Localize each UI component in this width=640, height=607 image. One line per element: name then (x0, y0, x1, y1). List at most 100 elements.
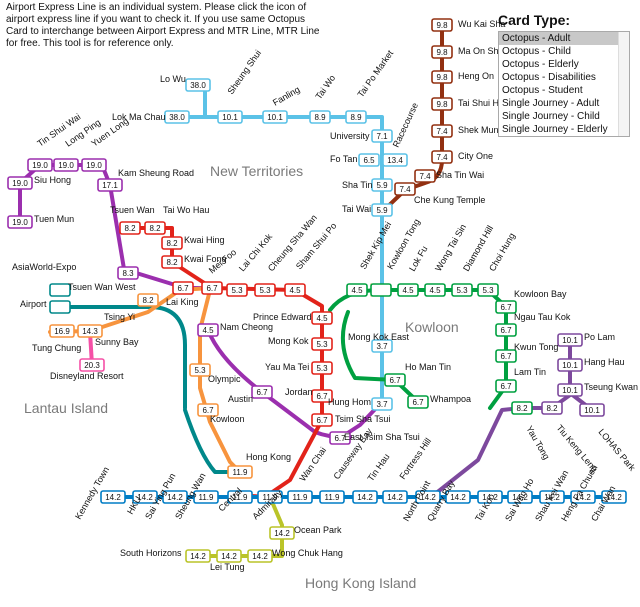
station-box-admiralty[interactable] (257, 490, 283, 504)
station-box-wong-chuk-hang[interactable] (247, 549, 273, 563)
station-box-mei-foo[interactable] (201, 281, 223, 295)
station-box-whampoa[interactable] (407, 395, 429, 409)
station-box-racecourse[interactable] (382, 153, 408, 167)
station-box-sunny-bay[interactable] (77, 324, 103, 338)
station-box-kennedy-town[interactable] (100, 490, 126, 504)
station-box-shek-kip-mei[interactable] (346, 283, 368, 297)
station-box-east-tsim-sha-tsui[interactable] (329, 431, 351, 445)
station-box-lo-wu[interactable] (185, 78, 211, 92)
station-box-heng-fa-chuen[interactable] (570, 490, 596, 504)
station-box-sha-tin[interactable] (371, 178, 393, 192)
card-type-option-octopus-adult[interactable]: Octopus - Adult (499, 32, 629, 45)
station-box-wong-tai-sin[interactable] (424, 283, 446, 297)
station-box-chai-wan[interactable] (601, 490, 627, 504)
station-box-tung-chung[interactable] (49, 324, 75, 338)
station-box-city-one[interactable] (431, 150, 453, 164)
station-box-tai-koo[interactable] (477, 490, 503, 504)
card-type-option-single-elderly[interactable]: Single Journey - Elderly (502, 124, 608, 135)
station-box-tai-wo-hau[interactable] (144, 221, 166, 235)
station-box-kwai-fong[interactable] (161, 255, 183, 269)
station-box-wu-kai-sha[interactable] (431, 18, 453, 32)
station-box-fanling[interactable] (262, 110, 288, 124)
station-box-yau-ma-tei[interactable] (311, 361, 333, 375)
station-box-cheung-sha-wan[interactable] (254, 283, 276, 297)
station-box-tsuen-wan[interactable] (119, 221, 141, 235)
station-box-airport[interactable] (49, 300, 71, 314)
station-box-tiu-keng-leng[interactable] (541, 401, 563, 415)
station-box-shek-mun[interactable] (431, 124, 453, 138)
station-box-kwun-tong[interactable] (495, 349, 517, 363)
station-box-disneyland-resort[interactable] (79, 358, 105, 372)
station-box-tai-wai[interactable] (371, 203, 393, 217)
station-box-sham-shui-po[interactable] (284, 283, 306, 297)
station-box-siu-hong[interactable] (7, 176, 33, 190)
station-box-mong-kok[interactable] (311, 337, 333, 351)
station-box-kowloon[interactable] (197, 403, 219, 417)
station-box-long-ping[interactable] (53, 158, 79, 172)
station-box-kowloon-bay[interactable] (495, 300, 517, 314)
station-box-sha-tin-wai[interactable] (414, 169, 436, 183)
station-box-ngau-tau-kok[interactable] (495, 323, 517, 337)
station-box-prince-edward[interactable] (311, 311, 333, 325)
station-box-tai-shui-hang[interactable] (431, 97, 453, 111)
station-box-university[interactable] (371, 129, 393, 143)
station-box-mong-kok-east[interactable] (371, 339, 393, 353)
station-box-sheung-wan[interactable] (193, 490, 219, 504)
station-box-diamond-hill[interactable] (451, 283, 473, 297)
station-box-tai-po-market[interactable] (345, 110, 367, 124)
card-type-option-octopus-student[interactable]: Octopus - Student (502, 85, 583, 96)
station-box-lok-ma-chau[interactable] (164, 110, 190, 124)
station-box-tsuen-wan-west[interactable] (117, 266, 139, 280)
station-box-causeway-bay[interactable] (319, 490, 345, 504)
station-box-lohas-park[interactable] (579, 403, 605, 417)
station-box-heng-on[interactable] (431, 70, 453, 84)
station-box-tin-hau[interactable] (352, 490, 378, 504)
station-box-kwai-hing[interactable] (161, 236, 183, 250)
station-box-lai-king[interactable] (172, 281, 194, 295)
card-type-option-octopus-elderly[interactable]: Octopus - Elderly (502, 59, 579, 70)
card-type-option-single-child[interactable]: Single Journey - Child (502, 111, 600, 122)
station-box-shau-kei-wan[interactable] (539, 490, 565, 504)
station-box-hang-hau[interactable] (557, 358, 583, 372)
station-box-ho-man-tin[interactable] (384, 373, 406, 387)
station-box-hong-kong[interactable] (227, 465, 253, 479)
station-box-ma-on-shan[interactable] (431, 45, 453, 59)
station-box-tsing-yi[interactable] (137, 293, 159, 307)
station-box-lok-fu[interactable] (397, 283, 419, 297)
station-box-wan-chai[interactable] (287, 490, 313, 504)
station-box-che-kung-temple[interactable] (394, 182, 416, 196)
station-box-south-horizons[interactable] (185, 549, 211, 563)
station-box-sai-wan-ho[interactable] (507, 490, 533, 504)
station-box-lam-tin[interactable] (495, 379, 517, 393)
station-box-sai-ying-pun[interactable] (162, 490, 188, 504)
station-box-kowloon-tong[interactable] (370, 283, 392, 297)
station-box-kam-sheung-road[interactable] (97, 178, 123, 192)
station-box-tai-wo[interactable] (309, 110, 331, 124)
station-box-hung-hom[interactable] (371, 397, 393, 411)
station-box-ocean-park[interactable] (269, 526, 295, 540)
station-box-nam-cheong[interactable] (197, 323, 219, 337)
station-box-central[interactable] (227, 490, 253, 504)
station-box-lai-chi-kok[interactable] (226, 283, 248, 297)
station-box-tseung-kwan-o[interactable] (557, 383, 583, 397)
station-box-north-point[interactable] (415, 490, 441, 504)
station-box-quarry-bay[interactable] (445, 490, 471, 504)
station-box-fortress-hill[interactable] (382, 490, 408, 504)
station-box-po-lam[interactable] (557, 333, 583, 347)
station-box-fo-tan[interactable] (358, 153, 380, 167)
station-box-jordan[interactable] (311, 389, 333, 403)
station-box-olympic[interactable] (189, 363, 211, 377)
station-box-tin-shui-wai[interactable] (27, 158, 53, 172)
station-box-lei-tung[interactable] (216, 549, 242, 563)
station-box-asiaworld-expo[interactable] (49, 283, 71, 297)
station-box-tuen-mun[interactable] (7, 215, 33, 229)
card-type-option-octopus-child[interactable]: Octopus - Child (502, 46, 571, 57)
station-box-sheung-shui[interactable] (217, 110, 243, 124)
station-box-choi-hung[interactable] (477, 283, 499, 297)
card-type-option-octopus-disabilities[interactable]: Octopus - Disabilities (502, 72, 596, 83)
station-box-yuen-long[interactable] (81, 158, 107, 172)
station-box-yau-tong[interactable] (511, 401, 533, 415)
station-box-tsim-sha-tsui[interactable] (311, 413, 333, 427)
card-type-option-single-adult[interactable]: Single Journey - Adult (502, 98, 600, 109)
card-type-scrollbar[interactable] (618, 32, 629, 136)
